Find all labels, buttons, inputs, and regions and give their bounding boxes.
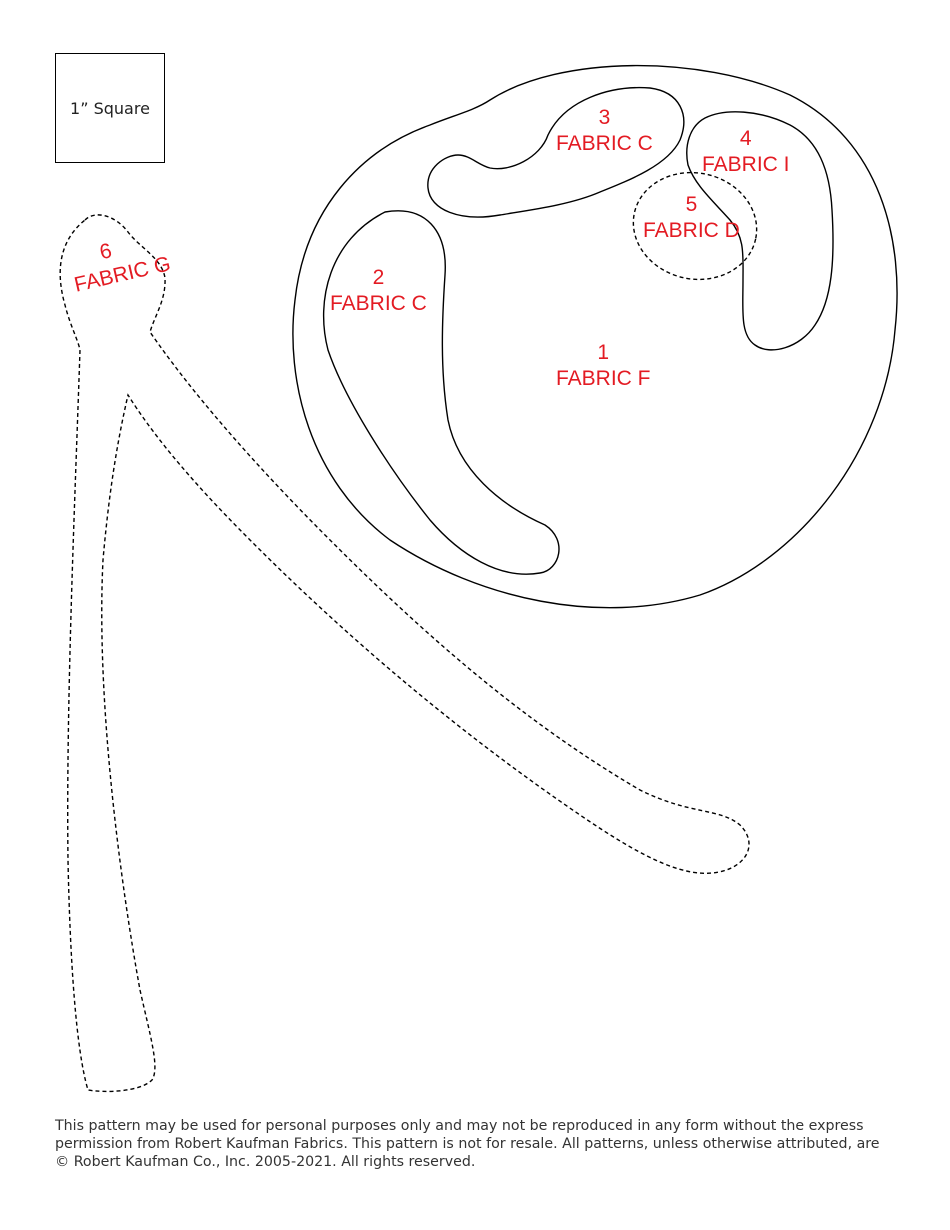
piece-4-label: 4 FABRIC I (702, 126, 790, 179)
piece-1-fabric: FABRIC F (556, 367, 651, 391)
piece-4-number: 4 (739, 127, 752, 150)
piece-4-fabric: FABRIC I (702, 153, 790, 177)
piece-1-outline (292, 64, 898, 609)
piece-2-number: 2 (372, 266, 385, 289)
piece-3-fabric: FABRIC C (556, 132, 653, 156)
piece-1-number: 1 (597, 341, 610, 364)
piece-4-outline (686, 111, 834, 351)
scale-reference-square: 1” Square (55, 53, 165, 163)
piece-3-outline (427, 86, 685, 218)
piece-5-outline (632, 171, 758, 281)
piece-2-fabric: FABRIC C (330, 292, 427, 316)
piece-3-number: 3 (598, 106, 611, 129)
piece-3-label: 3 FABRIC C (556, 105, 653, 158)
piece-2-outline (322, 210, 560, 575)
piece-1-label: 1 FABRIC F (556, 340, 651, 393)
piece-5-number: 5 (685, 193, 698, 216)
copyright-notice: This pattern may be used for personal pu… (55, 1118, 880, 1171)
piece-5-label: 5 FABRIC D (643, 192, 740, 245)
piece-6-outline (59, 214, 750, 1093)
piece-2-label: 2 FABRIC C (330, 265, 427, 318)
piece-5-fabric: FABRIC D (643, 219, 740, 243)
scale-reference-label: 1” Square (70, 98, 150, 118)
